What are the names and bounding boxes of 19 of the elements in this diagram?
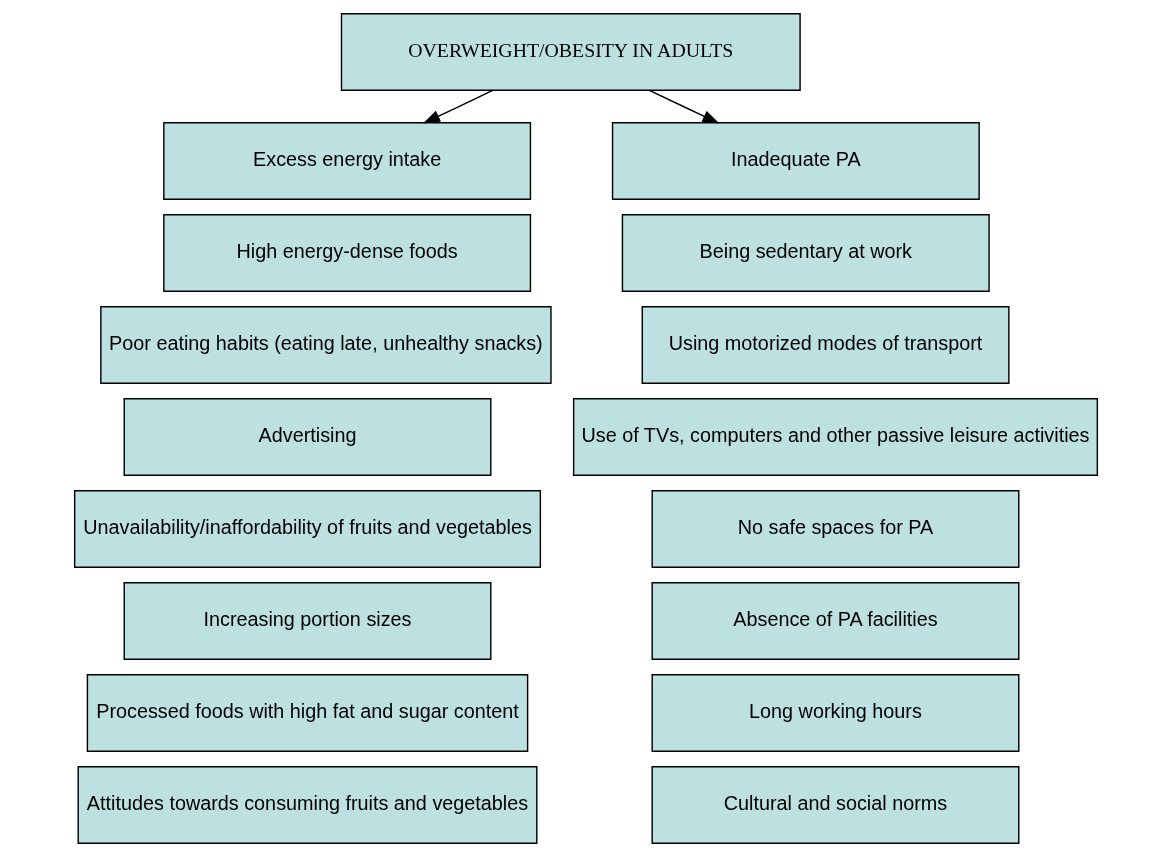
node-box: Absence of PA facilities bbox=[651, 582, 1020, 660]
node-box: No safe spaces for PA bbox=[651, 490, 1020, 568]
node-box: Inadequate PA bbox=[611, 122, 980, 200]
node-box: Being sedentary at work bbox=[621, 214, 990, 292]
node-box: Cultural and social norms bbox=[651, 766, 1020, 844]
node-box: Using motorized modes of transport bbox=[641, 306, 1010, 384]
node-box: Use of TVs, computers and other passive leisure activities bbox=[572, 398, 1099, 476]
node-box: Long working hours bbox=[651, 674, 1020, 752]
node-box: Advertising bbox=[123, 398, 492, 476]
node-box: Poor eating habits (eating late, unhealthy snacks) bbox=[100, 306, 552, 384]
arrow bbox=[423, 89, 494, 124]
node-box: Increasing portion sizes bbox=[123, 582, 492, 660]
node-box: Excess energy intake bbox=[163, 122, 532, 200]
node-box: High energy-dense foods bbox=[163, 214, 532, 292]
node-box: Unavailability/inaffordability of fruits and vegetables bbox=[73, 490, 542, 568]
node-box: Attitudes towards consuming fruits and vegetables bbox=[77, 766, 538, 844]
node-box: Processed foods with high fat and sugar content bbox=[86, 674, 529, 752]
node-box: OVERWEIGHT/OBESITY IN ADULTS bbox=[340, 13, 801, 91]
arrow bbox=[648, 89, 720, 124]
